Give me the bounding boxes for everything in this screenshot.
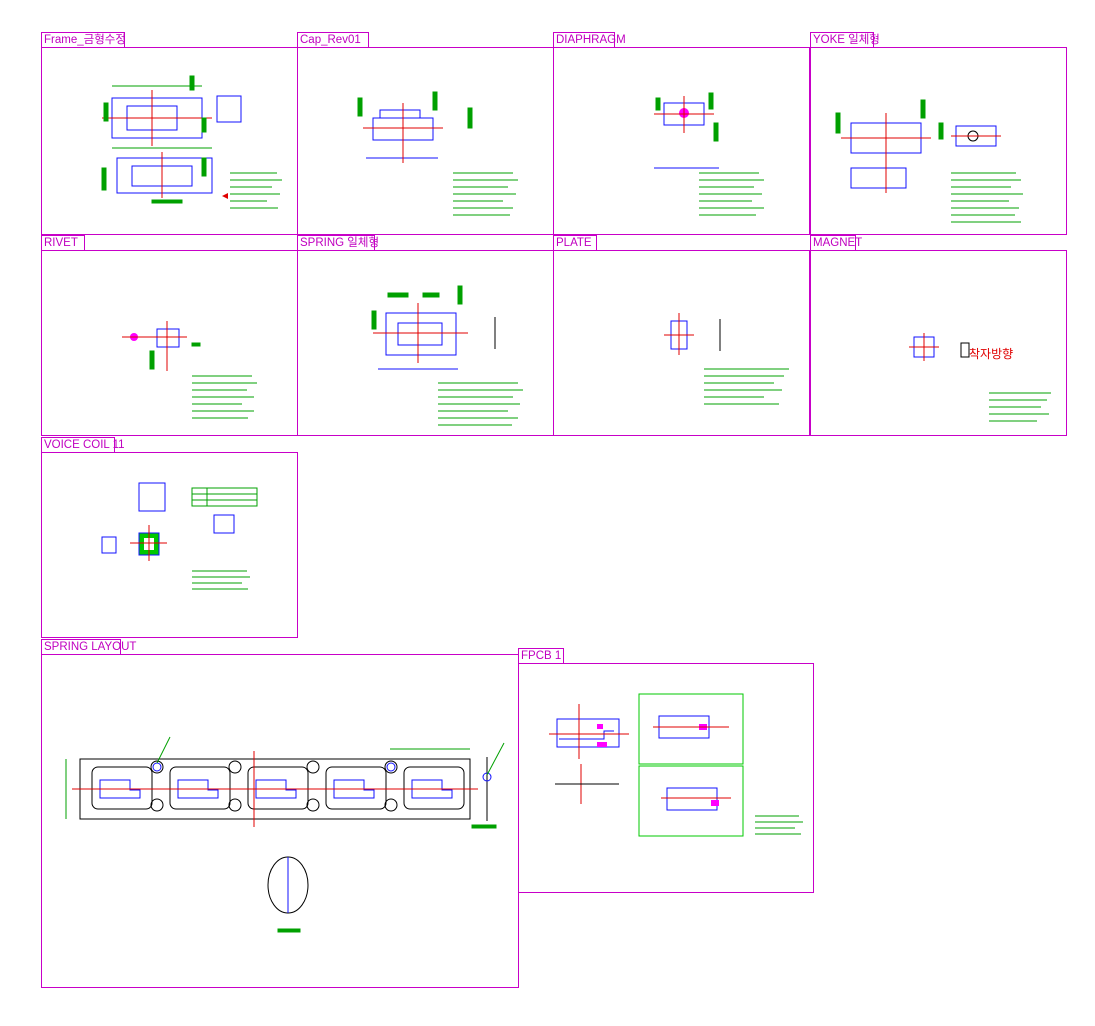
sheet-spring-layout[interactable] <box>41 654 519 988</box>
plate-drawing <box>664 313 789 405</box>
magnetization-direction-label: 착자방향 <box>969 347 1014 361</box>
sheet-cap[interactable] <box>297 47 554 235</box>
tab-frame[interactable]: Frame_금형수정 <box>41 32 126 48</box>
magnet-drawing <box>909 333 1051 422</box>
sheet-fpcb[interactable] <box>518 663 814 893</box>
sheet-diaphragm[interactable] <box>553 47 810 235</box>
tab-fpcb[interactable]: FPCB 1 <box>518 648 564 664</box>
fpcb-drawing <box>549 693 803 837</box>
spring-drawing <box>371 285 523 426</box>
frame-drawing <box>101 75 282 209</box>
tab-diaphragm[interactable]: DIAPHRAGM <box>553 32 626 48</box>
voice-coil-drawing <box>101 482 258 590</box>
sheet-plate[interactable] <box>553 250 810 436</box>
tab-yoke[interactable]: YOKE 일체형 <box>810 32 880 48</box>
tab-plate[interactable]: PLATE <box>553 235 597 251</box>
diaphragm-drawing <box>654 92 764 216</box>
sheet-spring[interactable] <box>297 250 554 436</box>
tab-magnet[interactable]: MAGNET <box>810 235 862 251</box>
tab-cap[interactable]: Cap_Rev01 <box>297 32 369 48</box>
cap-drawing <box>357 91 518 216</box>
yoke-drawing <box>835 99 1023 223</box>
spring-layout-drawing <box>65 736 505 933</box>
rivet-drawing <box>122 321 257 419</box>
tab-spring-layout[interactable]: SPRING LAYOUT <box>41 639 136 655</box>
tab-rivet[interactable]: RIVET <box>41 235 85 251</box>
sheet-frame[interactable] <box>41 47 298 235</box>
sheet-voice-coil[interactable] <box>41 452 298 638</box>
tab-voice-coil[interactable]: VOICE COIL 11 <box>41 437 125 453</box>
sheet-rivet[interactable] <box>41 250 298 436</box>
sheet-yoke[interactable] <box>810 47 1067 235</box>
tab-spring[interactable]: SPRING 일체형 <box>297 235 379 251</box>
sheet-magnet[interactable]: 착자방향 <box>810 250 1067 436</box>
